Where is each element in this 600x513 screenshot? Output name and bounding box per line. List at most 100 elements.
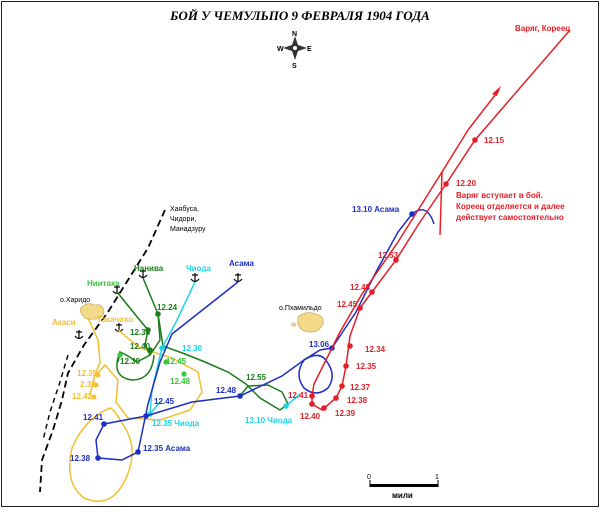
green-time-1240: 12.40 bbox=[130, 342, 151, 351]
blue-point-1235 bbox=[135, 449, 141, 455]
green-time-1234: 12.34 bbox=[130, 328, 151, 337]
compass-north-label: N bbox=[292, 31, 297, 38]
blue-time-1248: 12.48 bbox=[216, 386, 237, 395]
cyan-time-1230: 12.30 bbox=[182, 344, 203, 353]
yellow-time-1242: 12.42 bbox=[72, 392, 93, 401]
island-pkhamildo-label: о.Пхамильдо bbox=[279, 305, 322, 312]
japan-destroyers-track bbox=[39, 209, 166, 493]
green-time-1224: 12.24 bbox=[157, 303, 178, 312]
red-time-1235: 12.35 bbox=[356, 362, 377, 371]
compass-rose-icon bbox=[283, 36, 307, 60]
blue-point-1245 bbox=[143, 413, 149, 419]
anchor-chioda-icon bbox=[190, 273, 200, 283]
cyan-time-chioda-1310: 13.10 Чиода bbox=[245, 416, 293, 425]
lgreen-point-1 bbox=[117, 352, 123, 358]
ship-naniva-label: Нанива bbox=[134, 264, 164, 273]
ship-akasi-label: Акаси bbox=[52, 318, 76, 327]
anchor-asama-icon bbox=[233, 273, 243, 283]
red-point-1235 bbox=[343, 363, 349, 369]
red-time-1234: 12.34 bbox=[365, 345, 386, 354]
map-title: БОЙ У ЧЕМУЛЬПО 9 ФЕВРАЛЯ 1904 ГОДА bbox=[170, 8, 430, 23]
red-point-1237 bbox=[339, 383, 345, 389]
yellow-time-1235: 12.35 bbox=[77, 369, 98, 378]
green-time-1255: 12.55 bbox=[246, 373, 267, 382]
reserve-label-2: Чидори, bbox=[170, 216, 196, 223]
red-note-line-1: Варяг вступает в бой. bbox=[456, 191, 543, 200]
red-point-1220 bbox=[443, 181, 449, 187]
island-pkhamildo bbox=[297, 312, 324, 333]
red-point-1245 bbox=[357, 305, 363, 311]
blue-point-1248 bbox=[237, 393, 243, 399]
yellow-point-1235 bbox=[95, 372, 101, 378]
scale-unit-label: мили bbox=[392, 491, 413, 500]
red-time-1240: 12.40 bbox=[300, 412, 321, 421]
blue-time-asama-1235: 12.35 Асама bbox=[143, 444, 191, 453]
red-point-1215 bbox=[472, 137, 478, 143]
red-point-1241 bbox=[309, 393, 315, 399]
red-time-1245: 12.45 bbox=[337, 300, 358, 309]
blue-time-1245: 12.45 bbox=[154, 397, 175, 406]
blue-point-1310 bbox=[409, 211, 415, 217]
japan-destroyers-track-2 bbox=[42, 354, 69, 441]
blue-point-1241 bbox=[101, 421, 107, 427]
red-note-line-2: Кореец отделяется и далее bbox=[456, 202, 565, 211]
lgreen-time-1245: 12.45 bbox=[166, 357, 187, 366]
ship-varyag-koreets-label: Варяг, Кореец bbox=[515, 24, 570, 33]
blue-time-1241: 12.41 bbox=[83, 413, 104, 422]
red-point-1253 bbox=[393, 257, 399, 263]
yellow-time-1239: 2.39 bbox=[80, 380, 96, 389]
ship-asama-label: Асама bbox=[229, 259, 254, 268]
reserve-label-1: Хаябуса, bbox=[170, 205, 199, 213]
lgreen-point-1245 bbox=[163, 359, 169, 365]
anchor-naniva-icon bbox=[138, 269, 148, 279]
yellow-point-1242 bbox=[91, 394, 97, 400]
reserve-label-3: Манадзуру bbox=[170, 226, 206, 233]
red-point-1234 bbox=[347, 343, 353, 349]
red-point-1238 bbox=[333, 395, 339, 401]
blue-time-1238: 12.38 bbox=[70, 454, 91, 463]
red-time-1238: 12.38 bbox=[347, 396, 368, 405]
compass-west-label: W bbox=[277, 46, 284, 53]
red-point-1240 bbox=[309, 401, 315, 407]
cyan-point-1230 bbox=[159, 345, 165, 351]
cyan-time-chioda-1235: 12.35 Чиода bbox=[152, 419, 200, 428]
scale-bar bbox=[369, 480, 439, 487]
compass-south-label: S bbox=[292, 63, 297, 70]
red-point-1248 bbox=[369, 289, 375, 295]
blue-point-1238 bbox=[95, 455, 101, 461]
red-time-1239: 12.39 bbox=[335, 409, 356, 418]
green-point-1234 bbox=[145, 327, 151, 333]
blue-time-1306: 13.06 bbox=[309, 340, 330, 349]
red-time-1220: 12.20 bbox=[456, 179, 477, 188]
red-arrowhead-icon bbox=[492, 86, 501, 96]
cyan-point-1310 bbox=[283, 403, 289, 409]
blue-time-asama-1310: 13.10 Асама bbox=[352, 205, 400, 214]
ship-niitaka-label: Ниитака bbox=[87, 279, 120, 288]
island-pkhamildo-small bbox=[290, 322, 297, 327]
red-time-1253: 12.53 bbox=[378, 251, 399, 260]
lgreen-point-1248 bbox=[181, 371, 187, 377]
green-point-1240 bbox=[147, 347, 153, 353]
island-harido bbox=[79, 303, 105, 320]
red-point-1239 bbox=[321, 405, 327, 411]
blue-track bbox=[95, 209, 435, 461]
lgreen-time-1248: 12.48 bbox=[170, 377, 191, 386]
yellow-point-1239 bbox=[93, 382, 99, 388]
ship-takatiho-label: Такачихо bbox=[97, 315, 133, 324]
anchor-akasi-icon bbox=[74, 330, 84, 340]
red-note-line-3: действует самостоятельно bbox=[456, 213, 564, 222]
scale-zero-label: 0 bbox=[367, 474, 371, 481]
scale-one-label: 1 bbox=[435, 474, 439, 481]
red-time-1241: 12.41 bbox=[288, 391, 309, 400]
red-time-1248: 12.48 bbox=[350, 283, 371, 292]
island-harido-label: о.Харидо bbox=[60, 297, 90, 304]
ship-chioda-label: Чиода bbox=[186, 264, 211, 273]
red-time-1237: 12.37 bbox=[350, 383, 371, 392]
green-time-1239: 12.39 bbox=[120, 357, 141, 366]
green-point-1224 bbox=[155, 311, 161, 317]
compass-east-label: E bbox=[307, 46, 312, 53]
red-time-1215: 12.15 bbox=[484, 136, 505, 145]
